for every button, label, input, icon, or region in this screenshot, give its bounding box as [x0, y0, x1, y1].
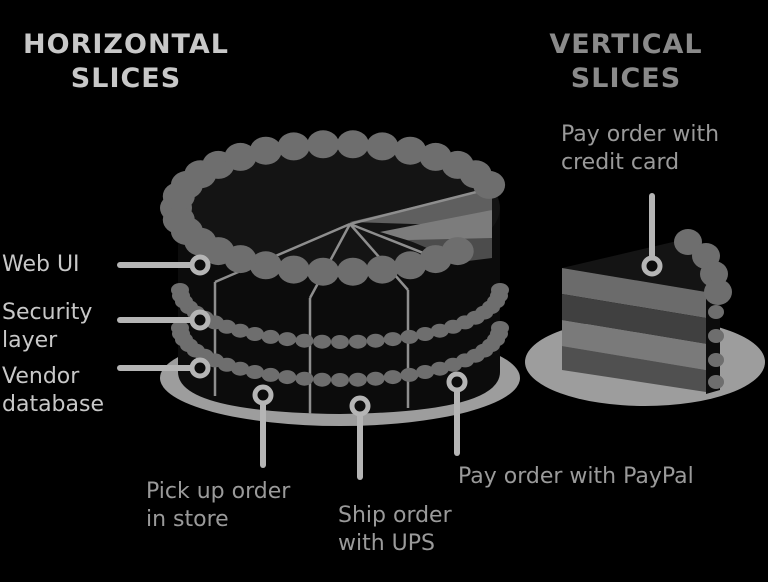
frosting-bead — [416, 365, 435, 379]
frosting-bead — [348, 334, 367, 349]
frosting-bead — [295, 371, 314, 386]
frosting-bead — [171, 321, 189, 335]
frosting-bead — [400, 367, 419, 382]
frosting-bead — [366, 255, 399, 284]
label-vendor-database: Vendor database — [2, 363, 104, 419]
label-line: Vendor — [2, 364, 80, 389]
label-line: in store — [146, 507, 229, 532]
frosting-bead — [313, 372, 332, 387]
frosting-bead — [348, 372, 367, 387]
label-pick-up-order: Pick up order in store — [146, 478, 290, 534]
label-line: layer — [2, 328, 58, 353]
frosting-bead — [331, 373, 349, 387]
frosting-bead — [261, 367, 280, 382]
frosting-bead — [419, 245, 452, 274]
marker-pickup — [252, 384, 274, 406]
marker-security — [189, 309, 211, 331]
frosting-bead — [261, 329, 280, 344]
frosting-bead — [704, 279, 732, 305]
label-line: Pick up order — [146, 479, 291, 504]
frosting-bead — [416, 327, 435, 341]
marker-credit — [641, 255, 663, 277]
label-line: Pay order with PayPal — [458, 464, 694, 489]
frosting-bead — [708, 375, 724, 389]
slice-layer-1 — [562, 268, 706, 318]
frosting-bead — [430, 323, 449, 338]
frosting-bead — [331, 335, 349, 349]
frosting-bead — [383, 332, 402, 347]
frosting-bead — [383, 370, 402, 385]
frosting-bead — [278, 332, 297, 347]
label-line: with UPS — [338, 531, 436, 556]
slice-frosting-beads — [674, 229, 732, 389]
frosting-bead — [307, 130, 340, 159]
marker-paypal — [446, 371, 468, 393]
slice-layer-2 — [562, 294, 706, 344]
label-line: Pay order with — [561, 122, 720, 147]
frosting-bead — [336, 257, 369, 286]
heading-line: VERTICAL — [549, 29, 703, 60]
heading-line: SLICES — [570, 63, 682, 94]
frosting-bead — [307, 257, 340, 286]
slice-layer-4 — [562, 346, 706, 392]
frosting-bead — [171, 283, 189, 297]
callout-markers — [189, 254, 663, 417]
frosting-bead — [430, 361, 449, 376]
label-web-ui: Web UI — [2, 251, 80, 279]
frosting-bead — [473, 170, 506, 199]
marker-vendor — [189, 357, 211, 379]
slice-layer-3 — [562, 320, 706, 370]
frosting-bead — [245, 327, 264, 341]
frosting-bead — [224, 142, 257, 171]
heading-vertical-slices: VERTICAL SLICES — [526, 28, 726, 96]
label-line: credit card — [561, 150, 680, 175]
frosting-bead — [295, 333, 314, 348]
frosting-bead — [249, 136, 282, 165]
slice-top — [562, 238, 716, 292]
frosting-bead — [366, 371, 385, 386]
frosting-bead — [394, 136, 427, 165]
frosting-bead — [278, 370, 297, 385]
label-line: database — [2, 392, 104, 417]
marker-web-ui — [189, 254, 211, 276]
label-line: Web UI — [2, 252, 80, 277]
frosting-beads — [160, 130, 509, 387]
frosting-bead — [400, 329, 419, 344]
frosting-bead — [366, 132, 399, 161]
frosting-bead — [245, 365, 264, 379]
label-security-layer: Security layer — [2, 299, 92, 355]
frosting-bead — [394, 251, 427, 280]
heading-line: SLICES — [70, 63, 182, 94]
frosting-bead — [277, 132, 310, 161]
frosting-bead — [708, 329, 724, 343]
frosting-bead — [313, 334, 332, 349]
marker-ship — [349, 395, 371, 417]
label-line: Ship order — [338, 503, 452, 528]
frosting-bead — [249, 251, 282, 280]
frosting-bead — [708, 305, 724, 319]
heading-line: HORIZONTAL — [23, 29, 229, 60]
frosting-bead — [708, 353, 724, 367]
label-pay-order-credit-card: Pay order with credit card — [561, 121, 719, 177]
label-pay-order-paypal: Pay order with PayPal — [458, 463, 694, 491]
label-line: Security — [2, 300, 93, 325]
label-ship-order: Ship order with UPS — [338, 502, 452, 558]
callout-lines — [117, 193, 655, 480]
frosting-bead — [366, 333, 385, 348]
frosting-bead — [336, 130, 369, 159]
frosting-bead — [277, 255, 310, 284]
heading-horizontal-slices: HORIZONTAL SLICES — [8, 28, 244, 96]
